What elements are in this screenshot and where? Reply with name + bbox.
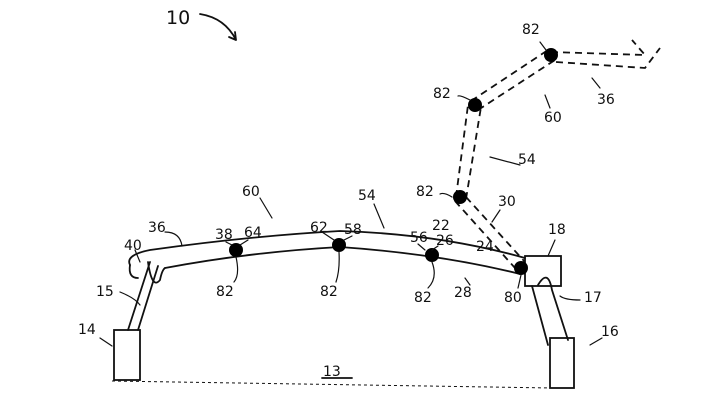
- beam-top-edge: [128, 230, 526, 266]
- joint-dot: [468, 98, 482, 112]
- label-26: 26: [436, 233, 454, 249]
- label-13: 13: [323, 364, 341, 380]
- label-82: 82: [320, 284, 338, 300]
- label-28: 28: [454, 285, 472, 301]
- label-62: 62: [310, 220, 328, 236]
- label-36: 36: [148, 220, 166, 236]
- right-post: [549, 337, 575, 389]
- bracket-18: [524, 255, 562, 287]
- label-54: 54: [358, 188, 376, 204]
- left-post: [113, 329, 141, 381]
- folded-hinge-path: [454, 196, 526, 269]
- folded-segment-2: [470, 49, 556, 111]
- label-54: 54: [518, 152, 536, 168]
- label-82: 82: [414, 290, 432, 306]
- leader-lines: [99, 41, 603, 347]
- folded-segment-3: [550, 39, 661, 69]
- folded-segment-1: [455, 104, 482, 200]
- label-82: 82: [216, 284, 234, 300]
- joint-dot: [229, 243, 243, 257]
- label-64: 64: [244, 225, 262, 241]
- label-82: 82: [433, 86, 451, 102]
- ground-line: [111, 380, 553, 389]
- label-60: 60: [544, 110, 562, 126]
- label-60: 60: [242, 184, 260, 200]
- right-arm: [531, 276, 569, 346]
- label-14: 14: [78, 322, 96, 338]
- label-15: 15: [96, 284, 114, 300]
- label-82: 82: [522, 22, 540, 38]
- label-40: 40: [124, 238, 142, 254]
- label-80: 80: [504, 290, 522, 306]
- label-18: 18: [548, 222, 566, 238]
- hook-end: [128, 261, 166, 284]
- joints: [229, 48, 558, 275]
- figure-arrow: [199, 13, 237, 41]
- joint-dot: [453, 190, 467, 204]
- label-56: 56: [410, 230, 428, 246]
- label-16: 16: [601, 324, 619, 340]
- joint-dot: [425, 248, 439, 262]
- figure-number: 10: [166, 7, 190, 29]
- label-17: 17: [584, 290, 602, 306]
- label-58: 58: [344, 222, 362, 238]
- label-82: 82: [416, 184, 434, 200]
- pivot-dot: [514, 261, 528, 275]
- label-24: 24: [476, 239, 494, 255]
- label-30: 30: [498, 194, 516, 210]
- joint-dot: [544, 48, 558, 62]
- label-38: 38: [215, 227, 233, 243]
- label-36: 36: [597, 92, 615, 108]
- joint-dot: [332, 238, 346, 252]
- left-arm: [127, 261, 159, 331]
- label-22: 22: [432, 218, 450, 234]
